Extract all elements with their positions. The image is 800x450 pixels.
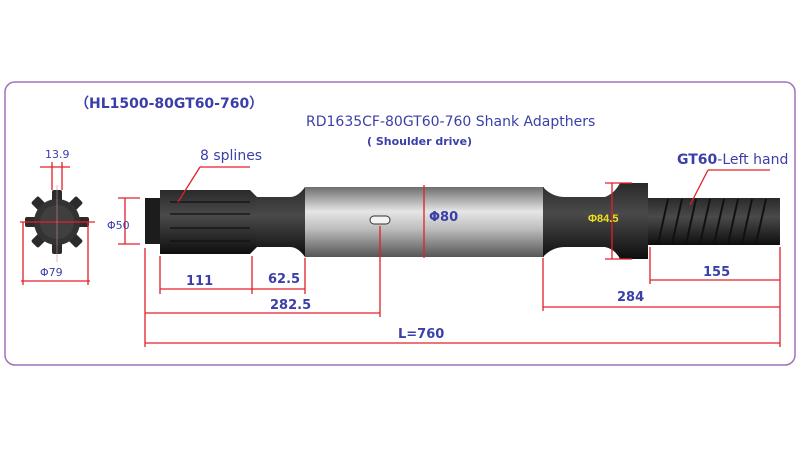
thread-label: GT60-Left hand	[677, 152, 788, 168]
front-length-label: 284	[617, 290, 644, 305]
shank-body	[145, 183, 780, 259]
model-code: （HL1500-80GT60-760）	[75, 96, 263, 112]
spline-end-view	[20, 185, 95, 262]
outer-dia-label: Φ79	[40, 266, 63, 279]
thread-type: GT60	[677, 152, 718, 168]
slot-position-label: 282.5	[270, 298, 311, 313]
spline-width-label: 13.9	[45, 148, 70, 161]
thread-hand: -Left hand	[717, 152, 788, 168]
collar-dia-label: Φ84.5	[588, 213, 618, 225]
product-title: RD1635CF-80GT60-760 Shank Adapthers	[306, 114, 595, 130]
drive-type: ( Shoulder drive)	[367, 135, 472, 148]
frame	[4, 81, 796, 366]
end-dia-label: Φ50	[107, 219, 130, 232]
splines-label: 8 splines	[200, 148, 262, 164]
neck-length-label: 62.5	[268, 272, 300, 287]
spline-length-label: 111	[186, 274, 213, 289]
body-dia-label: Φ80	[429, 210, 458, 225]
total-length-label: L=760	[398, 327, 444, 342]
thread-length-label: 155	[703, 265, 730, 280]
